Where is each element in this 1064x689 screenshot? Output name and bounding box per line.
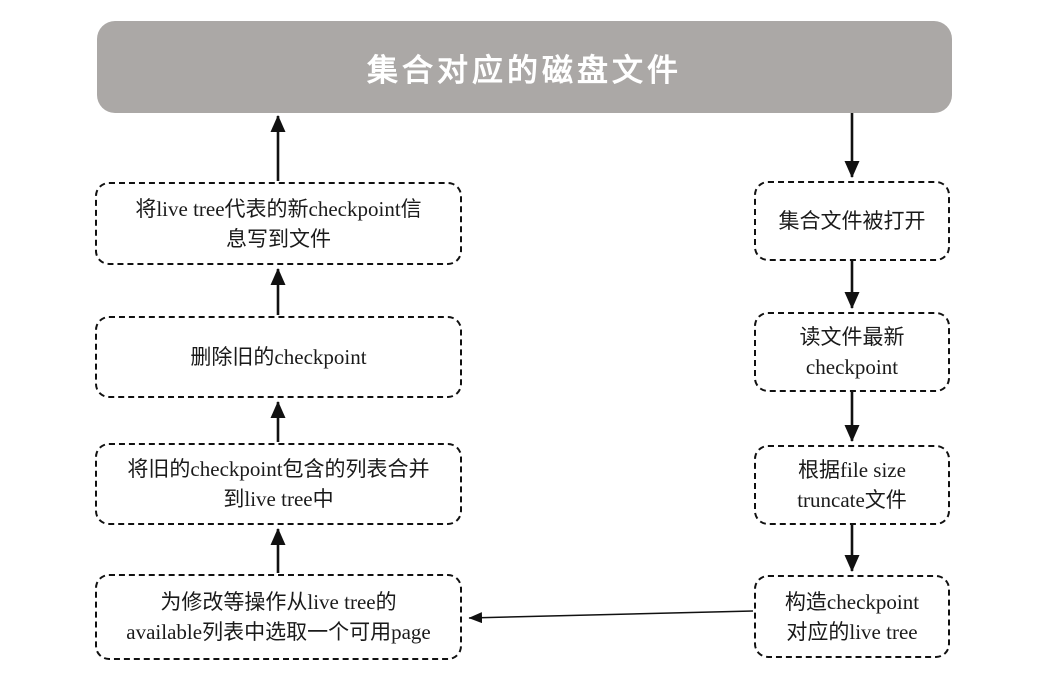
- node-truncate-file-by-size: 根据file size truncate文件: [754, 445, 950, 525]
- arrow-build-live-tree-to-pick-page: [468, 610, 754, 624]
- node-collection-file-opened: 集合文件被打开: [754, 181, 950, 261]
- node-delete-old-checkpoint: 删除旧的checkpoint: [95, 316, 462, 398]
- node-pick-available-page-from-live-tree: 为修改等操作从live tree的 available列表中选取一个可用page: [95, 574, 462, 660]
- node-label: 删除旧的checkpoint: [190, 345, 367, 369]
- node-label: 将旧的checkpoint包含的列表合并 到live tree中: [127, 457, 430, 511]
- node-label: 集合文件被打开: [778, 209, 926, 233]
- node-label: 读文件最新 checkpoint: [799, 325, 905, 379]
- node-read-latest-checkpoint: 读文件最新 checkpoint: [754, 312, 950, 392]
- node-label: 根据file size truncate文件: [797, 458, 907, 512]
- node-write-new-checkpoint-to-file: 将live tree代表的新checkpoint信 息写到文件: [95, 182, 462, 265]
- node-merge-old-checkpoint-lists-into-live-tree: 将旧的checkpoint包含的列表合并 到live tree中: [95, 443, 462, 525]
- node-label: 构造checkpoint 对应的live tree: [784, 589, 920, 644]
- node-label: 将live tree代表的新checkpoint信 息写到文件: [135, 196, 422, 251]
- header-box-disk-file: 集合对应的磁盘文件: [97, 21, 952, 113]
- page-title: 集合对应的磁盘文件: [367, 52, 682, 88]
- node-label: 为修改等操作从live tree的 available列表中选取一个可用page: [126, 590, 431, 644]
- node-build-live-tree-for-checkpoint: 构造checkpoint 对应的live tree: [754, 575, 950, 658]
